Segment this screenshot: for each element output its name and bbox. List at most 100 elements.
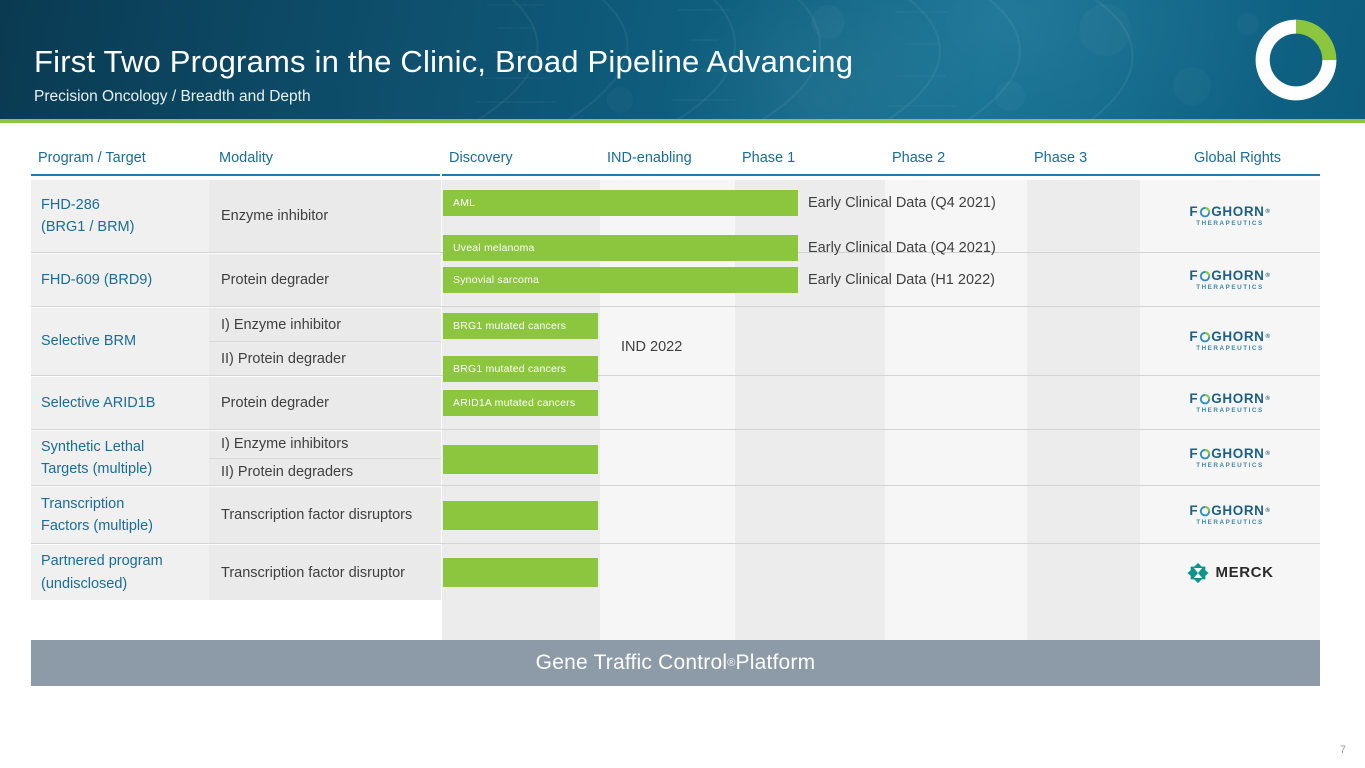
foghorn-subtitle: THERAPEUTICS	[1196, 406, 1264, 414]
merck-logo-icon: MERCK	[1186, 562, 1274, 584]
page-number: 7	[1339, 744, 1346, 756]
foghorn-rest-letters: GHORN	[1211, 445, 1265, 461]
cell-global-rights: F GHORN® THERAPEUTICS	[1140, 180, 1320, 252]
table-row[interactable]: Selective BRM I) Enzyme inhibitor II) Pr…	[31, 308, 1320, 382]
cell-phase-track: Synovial sarcoma Early Clinical Data (H1…	[441, 254, 1320, 306]
phase-bar[interactable]: ARID1A mutated cancers	[443, 390, 598, 416]
header-rule-right	[442, 174, 1320, 176]
modality-label: Protein degrader	[221, 395, 330, 411]
cell-global-rights: F GHORN® THERAPEUTICS	[1140, 308, 1320, 375]
cell-phase-track	[441, 487, 1320, 543]
cell-global-rights: F GHORN® THERAPEUTICS	[1140, 431, 1320, 485]
foghorn-therapeutics-logo-icon: F GHORN® THERAPEUTICS	[1189, 445, 1271, 469]
program-label: Selective ARID1B	[41, 394, 156, 411]
modality-label: II) Protein degrader	[221, 350, 346, 367]
cell-phase-track: ARID1A mutated cancers	[441, 377, 1320, 429]
foghorn-f-letter: F	[1189, 203, 1199, 219]
phase-bar[interactable]: Synovial sarcoma	[443, 267, 798, 293]
modality-label: Enzyme inhibitor	[221, 208, 329, 224]
table-row[interactable]: FHD-286(BRG1 / BRM) Enzyme inhibitor AML…	[31, 180, 1320, 261]
modality-label: Transcription factor disruptors	[221, 507, 413, 523]
foghorn-o-ring-icon	[1199, 270, 1210, 281]
modality-sub-row: I) Enzyme inhibitors	[209, 431, 441, 458]
phase-bar[interactable]	[443, 445, 598, 474]
platform-banner: Gene Traffic Control® Platform	[31, 640, 1320, 686]
foghorn-subtitle: THERAPEUTICS	[1196, 219, 1264, 227]
cell-modality: Protein degrader	[209, 254, 441, 306]
header-accent-rule	[0, 119, 1365, 123]
foghorn-subtitle: THERAPEUTICS	[1196, 518, 1264, 526]
merck-clover-icon	[1186, 562, 1209, 583]
foghorn-f-letter: F	[1189, 445, 1199, 461]
program-label: Partnered program(undisclosed)	[41, 553, 163, 592]
page-subtitle: Precision Oncology / Breadth and Depth	[34, 88, 311, 105]
foghorn-c-ring-logo-icon	[1255, 19, 1337, 101]
cell-program-target: Selective BRM	[31, 308, 209, 375]
cell-modality: I) Enzyme inhibitors II) Protein degrade…	[209, 431, 441, 485]
foghorn-subtitle: THERAPEUTICS	[1196, 461, 1264, 469]
cell-global-rights: F GHORN® THERAPEUTICS	[1140, 377, 1320, 429]
program-label: FHD-286(BRG1 / BRM)	[41, 196, 135, 235]
foghorn-rest-letters: GHORN	[1211, 267, 1265, 283]
phase-bar[interactable]	[443, 501, 598, 530]
phase-bar-label: Uveal melanoma	[453, 242, 535, 254]
cell-phase-track	[441, 431, 1320, 485]
phase-bar-label: BRG1 mutated cancers	[453, 320, 567, 332]
phase-bar[interactable]	[443, 558, 598, 587]
foghorn-f-letter: F	[1189, 390, 1199, 406]
phase-bar[interactable]: AML	[443, 190, 798, 216]
phase-bar-label: BRG1 mutated cancers	[453, 363, 567, 375]
phase-bar[interactable]: BRG1 mutated cancers	[443, 313, 598, 339]
band-phase-3	[1027, 180, 1140, 640]
program-label: FHD-609 (BRD9)	[41, 271, 153, 288]
header-rule-left	[31, 174, 440, 176]
foghorn-therapeutics-logo-icon: F GHORN® THERAPEUTICS	[1189, 329, 1271, 353]
foghorn-o-ring-icon	[1199, 393, 1210, 404]
cell-phase-track	[441, 545, 1320, 600]
band-phase-2	[885, 180, 1027, 640]
slide-header: First Two Programs in the Clinic, Broad …	[0, 0, 1365, 123]
milestone-label: Early Clinical Data (Q4 2021)	[808, 240, 996, 256]
cell-program-target: Selective ARID1B	[31, 377, 209, 429]
column-header-phase-1: Phase 1	[742, 150, 796, 166]
foghorn-therapeutics-logo-icon: F GHORN® THERAPEUTICS	[1189, 203, 1271, 227]
cell-modality: Transcription factor disruptors	[209, 487, 441, 543]
foghorn-o-ring-icon	[1199, 505, 1210, 516]
foghorn-f-letter: F	[1189, 502, 1199, 518]
cell-modality: Enzyme inhibitor	[209, 180, 441, 252]
cell-modality: I) Enzyme inhibitor II) Protein degrader	[209, 308, 441, 375]
cell-phase-track: AML Early Clinical Data (Q4 2021) Uveal …	[441, 180, 1320, 261]
table-row[interactable]: Partnered program(undisclosed) Transcrip…	[31, 545, 1320, 600]
phase-bar[interactable]: BRG1 mutated cancers	[443, 356, 598, 382]
cell-modality: Protein degrader	[209, 377, 441, 429]
column-header-global-rights: Global Rights	[1194, 150, 1282, 166]
column-header-modality: Modality	[219, 150, 273, 166]
page-title: First Two Programs in the Clinic, Broad …	[34, 44, 854, 79]
modality-sub-row: II) Protein degrader	[209, 341, 441, 375]
cell-global-rights: MERCK	[1140, 545, 1320, 600]
program-label: Selective BRM	[41, 333, 137, 350]
modality-sub-row: II) Protein degraders	[209, 457, 441, 486]
foghorn-f-letter: F	[1189, 267, 1199, 283]
foghorn-subtitle: THERAPEUTICS	[1196, 345, 1264, 353]
group-milestone-label: IND 2022	[621, 339, 683, 355]
milestone-label: Early Clinical Data (H1 2022)	[808, 272, 995, 288]
band-global-rights	[1140, 180, 1320, 640]
merck-wordmark: MERCK	[1215, 564, 1274, 581]
foghorn-o-ring-icon	[1199, 206, 1210, 217]
foghorn-therapeutics-logo-icon: F GHORN® THERAPEUTICS	[1189, 502, 1271, 526]
table-row[interactable]: FHD-609 (BRD9) Protein degrader Synovial…	[31, 254, 1320, 307]
table-row[interactable]: Selective ARID1B Protein degrader ARID1A…	[31, 377, 1320, 430]
platform-label: Gene Traffic Control	[535, 651, 728, 674]
foghorn-subtitle: THERAPEUTICS	[1196, 283, 1264, 291]
column-header-phase-3: Phase 3	[1034, 150, 1088, 166]
phase-bar-label: ARID1A mutated cancers	[453, 397, 576, 409]
platform-suffix: Platform	[735, 651, 816, 674]
phase-bar[interactable]: Uveal melanoma	[443, 235, 798, 261]
cell-modality: Transcription factor disruptor	[209, 545, 441, 600]
